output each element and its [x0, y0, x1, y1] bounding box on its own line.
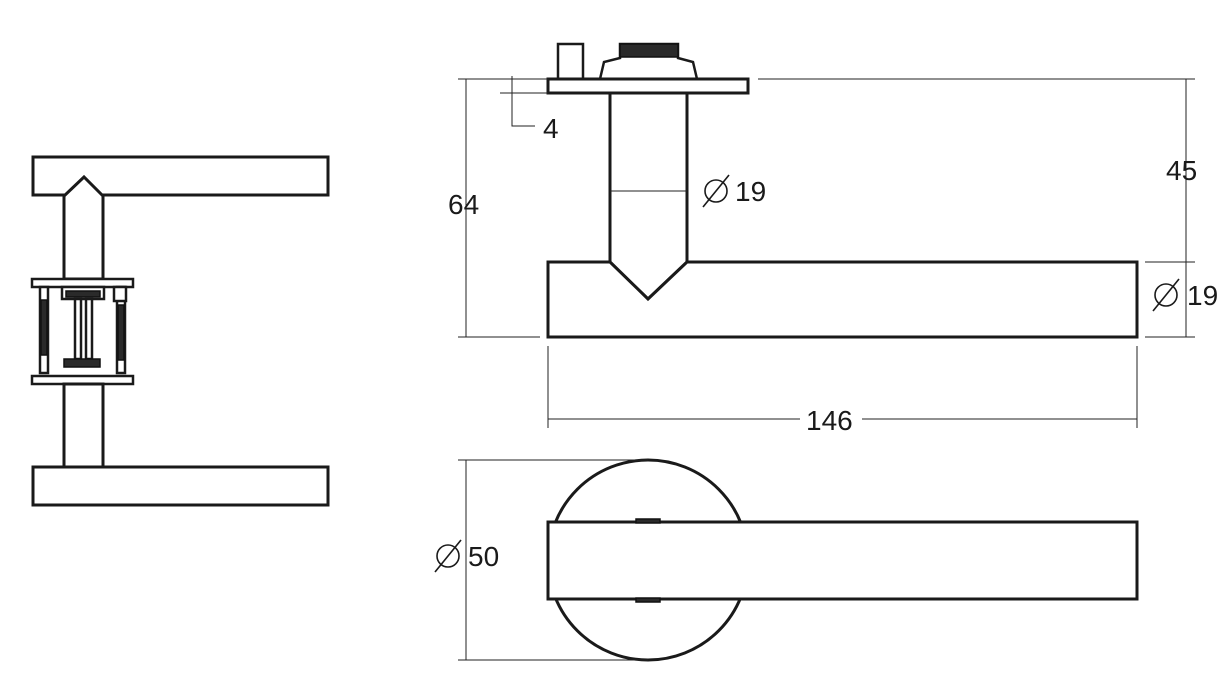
lower-spindle-thread	[63, 358, 101, 368]
left-bolt-thread	[40, 299, 48, 356]
dimension-handle-length: 146	[547, 346, 1138, 436]
upper-neck	[62, 174, 105, 281]
dim-label-4: 4	[543, 113, 559, 144]
handle-neck	[608, 91, 689, 302]
plan-handle-lever	[546, 520, 1139, 601]
rose-key-notch-bottom	[635, 597, 661, 603]
dim-label-50: 50	[468, 541, 499, 572]
right-bolt-thread	[117, 304, 125, 361]
dim-label-146: 146	[806, 405, 853, 436]
dimension-overall-height: 64	[448, 78, 540, 338]
dimension-rosette-diameter: 50	[434, 459, 648, 661]
dim-label-handle-19: 19	[1187, 280, 1218, 311]
dim-label-spindle-19: 19	[735, 176, 766, 207]
spindle-right-rod	[84, 297, 94, 361]
dim-label-45: 45	[1166, 155, 1197, 186]
right-bolt-head	[112, 285, 128, 303]
dim-label-64: 64	[448, 189, 479, 220]
diameter-symbol-icon	[1154, 283, 1178, 307]
spring-cassette-pin	[556, 42, 585, 81]
diameter-symbol-icon	[436, 544, 460, 568]
upper-spindle-thread	[65, 290, 101, 298]
elevation-view	[546, 42, 1139, 339]
dimension-handle-diameter: 19	[1145, 262, 1218, 338]
handle-lever	[546, 260, 1139, 339]
plan-view	[546, 458, 1139, 662]
spindle-left-rod	[73, 297, 83, 361]
dimension-handle-projection: 45	[758, 78, 1197, 263]
diameter-symbol-icon	[704, 179, 728, 203]
assembly-side-view	[30, 155, 330, 507]
lower-lever-bar	[31, 465, 330, 507]
rose-key-notch-top	[635, 518, 661, 524]
rose-plate	[546, 77, 750, 95]
dimension-spindle-diameter: 19	[702, 174, 766, 208]
threaded-boss	[619, 43, 679, 58]
